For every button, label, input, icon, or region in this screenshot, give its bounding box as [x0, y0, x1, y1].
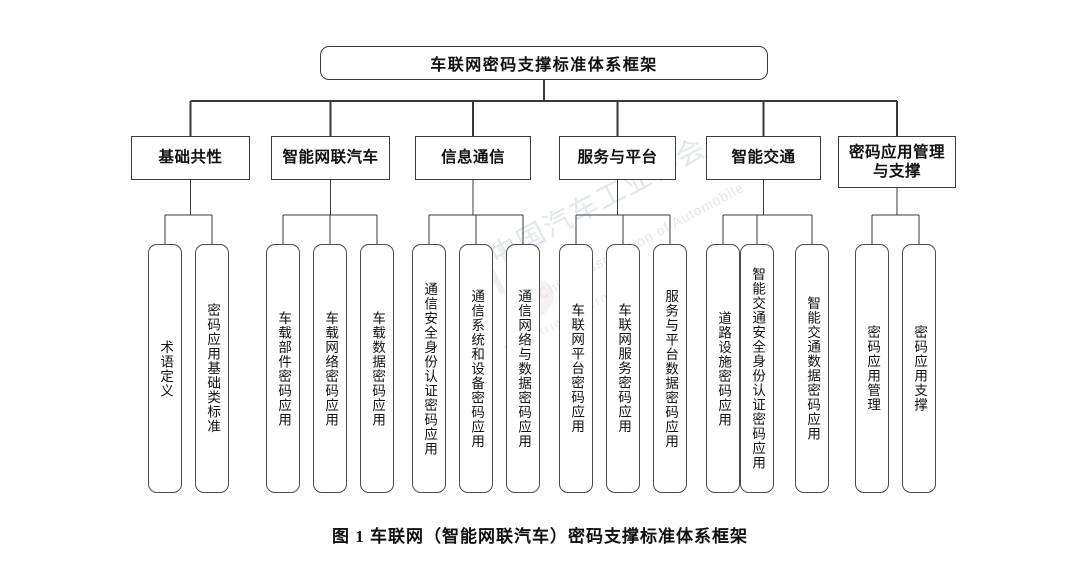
leaf-node-label: 智能交通安全身份认证密码应用: [750, 267, 766, 470]
leaf-node-2-3: 车载数据密码应用: [360, 244, 394, 493]
group-node-1: 基础共性: [131, 136, 250, 180]
leaf-node-3-3: 通信网络与数据密码应用: [506, 244, 540, 493]
leaf-node-label: 术语定义: [158, 339, 174, 398]
leaf-node-2-1: 车载部件密码应用: [266, 244, 300, 493]
leaf-node-label: 通信安全身份认证密码应用: [422, 281, 438, 456]
group-node-label: 服务与平台: [577, 149, 658, 167]
group-node-2: 智能网联汽车: [271, 136, 390, 180]
leaf-node-1-2: 密码应用基础类标准: [195, 244, 229, 493]
leaf-node-label: 密码应用管理: [865, 325, 881, 412]
root-node-label: 车联网密码支撑标准体系框架: [430, 57, 658, 74]
leaf-node-4-2: 车联网服务密码应用: [606, 244, 640, 493]
leaf-node-label: 密码应用基础类标准: [205, 303, 221, 434]
leaf-node-label: 车载部件密码应用: [276, 310, 292, 427]
leaf-node-label: 车载网络密码应用: [323, 310, 339, 427]
leaf-node-4-1: 车联网平台密码应用: [559, 244, 593, 493]
group-node-label: 基础共性: [158, 149, 223, 167]
leaf-node-label: 通信系统和设备密码应用: [469, 288, 485, 449]
leaf-node-3-1: 通信安全身份认证密码应用: [412, 244, 446, 493]
leaf-node-4-3: 服务与平台数据密码应用: [653, 244, 687, 493]
group-node-6: 密码应用管理与支撑: [838, 136, 956, 188]
group-node-label-wrap: 密码应用管理与支撑: [849, 143, 945, 182]
figure-caption: 图 1 车联网（智能网联汽车）密码支撑标准体系框架: [332, 527, 748, 546]
group-node-label: 密码应用管理: [848, 143, 945, 161]
leaf-node-label: 车载数据密码应用: [370, 310, 386, 427]
leaf-node-label: 通信网络与数据密码应用: [516, 288, 532, 449]
root-node: 车联网密码支撑标准体系框架: [320, 46, 768, 80]
group-node-label: 智能交通: [731, 149, 796, 167]
group-node-5: 智能交通: [706, 136, 821, 180]
leaf-node-5-2: 智能交通安全身份认证密码应用: [740, 244, 774, 493]
leaf-node-label: 车联网平台密码应用: [569, 303, 585, 434]
group-node-3: 信息通信: [415, 136, 531, 180]
group-node-4: 服务与平台: [559, 136, 676, 180]
leaf-node-5-3: 智能交通数据密码应用: [795, 244, 829, 493]
group-node-label: 信息通信: [440, 149, 505, 167]
leaf-node-2-2: 车载网络密码应用: [313, 244, 347, 493]
leaf-node-6-1: 密码应用管理: [855, 244, 889, 493]
leaf-node-label: 道路设施密码应用: [716, 310, 732, 427]
leaf-node-label: 智能交通数据密码应用: [805, 296, 821, 441]
leaf-node-5-1: 道路设施密码应用: [706, 244, 740, 493]
leaf-node-1-1: 术语定义: [148, 244, 182, 493]
leaf-node-label: 密码应用支撑: [912, 325, 928, 412]
group-node-label: 智能网联汽车: [282, 149, 379, 167]
leaf-node-label: 车联网服务密码应用: [616, 303, 632, 434]
leaf-node-label: 服务与平台数据密码应用: [663, 288, 679, 449]
leaf-node-6-2: 密码应用支撑: [902, 244, 936, 493]
group-node-label-line2: 与支撑: [872, 163, 921, 180]
leaf-node-3-2: 通信系统和设备密码应用: [459, 244, 493, 493]
